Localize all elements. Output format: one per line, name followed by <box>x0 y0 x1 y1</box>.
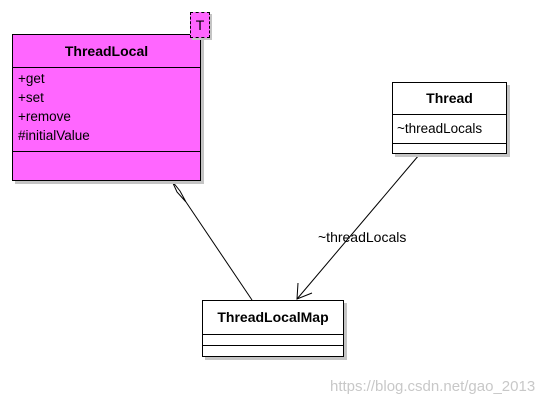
class-name: ThreadLocalMap <box>203 301 343 335</box>
operations-compartment <box>393 144 506 153</box>
operation-initial-value: #initialValue <box>18 128 90 143</box>
class-threadlocal[interactable]: ThreadLocal +get +set +remove #initialVa… <box>12 34 201 181</box>
class-threadlocalmap[interactable]: ThreadLocalMap <box>202 300 344 357</box>
operations-compartment: +get +set +remove #initialValue <box>13 68 200 152</box>
operation-set: +set <box>18 90 44 105</box>
class-thread[interactable]: Thread ~threadLocals <box>392 82 507 154</box>
operation-get: +get <box>18 71 45 86</box>
aggregation-connector <box>171 180 253 301</box>
aggregation-diamond <box>171 180 187 203</box>
association-arrowhead <box>296 282 313 300</box>
empty-compartment <box>13 152 200 180</box>
association-label: ~threadLocals <box>318 229 407 245</box>
template-parameter-badge: T <box>190 12 210 38</box>
aggregation-line <box>185 201 253 301</box>
operations-compartment <box>203 346 343 356</box>
attributes-compartment: ~threadLocals <box>393 115 506 144</box>
association-connector <box>296 154 420 300</box>
attribute-thread-locals: ~threadLocals <box>397 121 483 136</box>
class-name: Thread <box>393 83 506 115</box>
class-name: ThreadLocal <box>13 35 200 68</box>
attributes-compartment <box>203 335 343 346</box>
operation-remove: +remove <box>18 109 71 124</box>
association-line <box>296 154 420 300</box>
watermark: https://blog.csdn.net/gao_2013 <box>330 378 536 395</box>
